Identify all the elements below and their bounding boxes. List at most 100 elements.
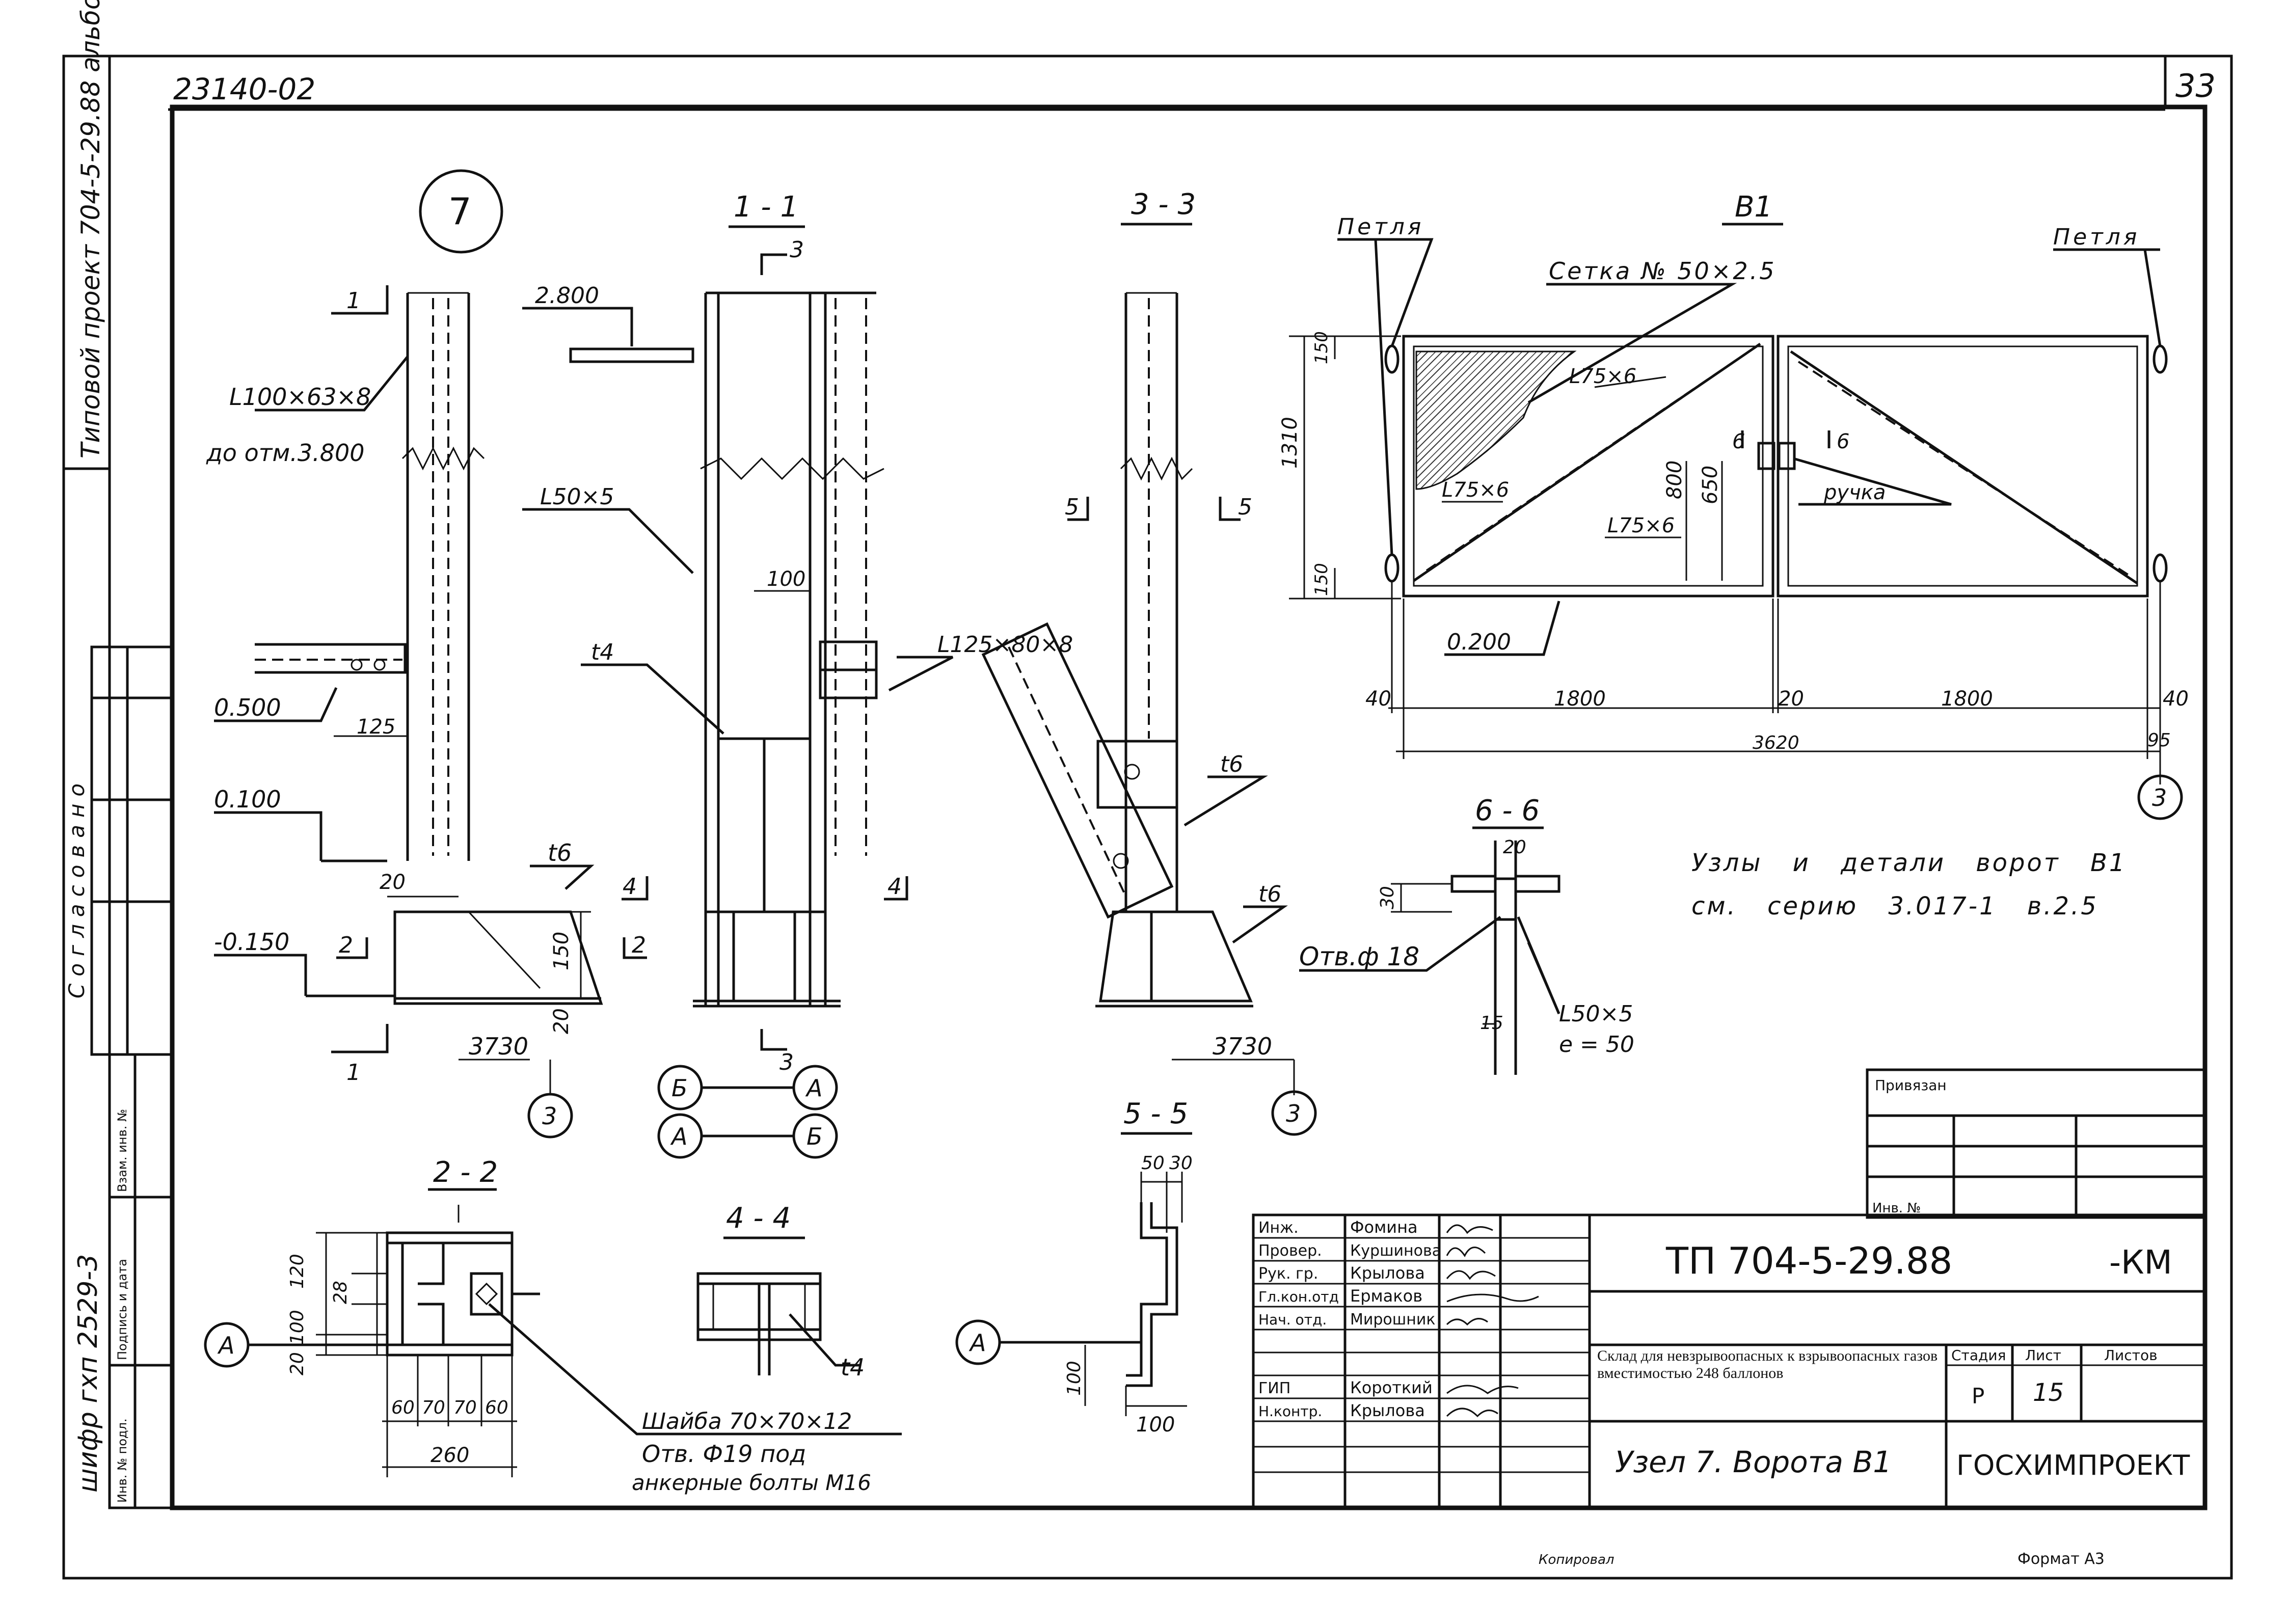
section-6-6-dim-15: 15 — [1480, 1013, 1503, 1034]
node-7-elev-0100: 0.100 — [214, 786, 281, 813]
section-3-3-cut-5a: 5 — [1065, 494, 1079, 520]
section-3-3-dim-3730: 3730 — [1213, 1033, 1272, 1060]
gate-B1-dim-1800b: 1800 — [1941, 687, 1993, 711]
axis-B-1: Б — [671, 1074, 688, 1102]
gate-B1-dim-800: 800 — [1663, 461, 1686, 499]
section-2-2-hole-1: Отв. Ф19 под — [642, 1440, 806, 1468]
gate-B1-dim-95: 95 — [2147, 730, 2171, 751]
section-1-1-plate-t: t4 — [591, 639, 614, 665]
section-1-1-title: 1 - 1 — [734, 191, 798, 224]
gate-B1-dim-40a: 40 — [1365, 687, 1391, 711]
stamp-role-4: Гл.кон.отд — [1258, 1288, 1339, 1305]
stamp-org: ГОСХИМПРОЕКТ — [1956, 1449, 2190, 1481]
section-1-1-elev-2800: 2.800 — [535, 283, 599, 309]
stamp-sheets-label: Листов — [2104, 1347, 2158, 1364]
stamp-name-8: Крылова — [1350, 1401, 1425, 1420]
node-7-plate-t: t6 — [548, 839, 572, 867]
node-7-cut-1a: 1 — [346, 288, 361, 314]
section-1-1-drawing — [522, 225, 954, 1159]
doc-number: 23140-02 — [173, 72, 315, 106]
gate-B1-cut-6b: 6 — [1837, 430, 1849, 453]
stamp-role-7: ГИП — [1258, 1379, 1290, 1397]
stamp-signatures — [1446, 1224, 1539, 1418]
section-6-6-hole: Отв.ф 18 — [1299, 942, 1419, 971]
section-1-1-cut-4b: 4 — [887, 874, 902, 900]
gate-B1-loop-right: Петля — [2053, 224, 2140, 250]
node-7-angle-note: до отм.3.800 — [206, 439, 365, 467]
stamp-drawing-title: Узел 7. Ворота В1 — [1615, 1445, 1892, 1479]
node-7-dim-20a: 20 — [380, 871, 406, 894]
section-2-2-axis: А — [217, 1332, 234, 1359]
gate-B1-cut-6a: 6 — [1732, 430, 1745, 453]
gate-B1-dim-20: 20 — [1778, 687, 1804, 711]
gate-B1-drawing — [1289, 223, 2183, 820]
footer-copied: Копировал — [1539, 1552, 1615, 1567]
node-7-cut-1b: 1 — [346, 1060, 361, 1086]
stamp-description: Склад для невзрывоопасных к взрывоопасны… — [1597, 1347, 1938, 1382]
sheet-frame — [62, 55, 2233, 1580]
stamp-block — [1252, 1068, 2208, 1509]
gate-B1-dim-650: 650 — [1699, 466, 1722, 504]
gate-B1-handle: ручка — [1823, 481, 1886, 504]
section-4-4-drawing — [696, 1236, 861, 1375]
section-2-2-dim-60a: 60 — [391, 1397, 415, 1418]
section-6-6-dim-30: 30 — [1377, 886, 1398, 909]
side-col-2: Подпись и дата — [115, 1259, 129, 1360]
section-2-2-washer: Шайба 70×70×12 — [642, 1409, 852, 1434]
stamp-name-3: Крылова — [1350, 1263, 1425, 1283]
node-7-number: 7 — [448, 190, 472, 233]
section-2-2-dim-120: 120 — [287, 1254, 308, 1289]
section-5-5-dim-30: 30 — [1169, 1153, 1193, 1174]
section-2-2-dim-60b: 60 — [485, 1397, 508, 1418]
stamp-role-1: Инж. — [1258, 1219, 1299, 1237]
section-6-6-title: 6 - 6 — [1475, 794, 1540, 827]
section-3-3-plate-t2: t6 — [1258, 881, 1281, 907]
section-3-3-title: 3 - 3 — [1131, 188, 1196, 221]
node-7-angle-top: L100×63×8 — [229, 383, 371, 411]
section-1-1-dim-100: 100 — [767, 567, 805, 591]
section-1-1-cut-3: 3 — [790, 237, 804, 263]
node-7-elev-0500: 0.500 — [214, 694, 281, 721]
note-line-2: см. серию 3.017-1 в.2.5 — [1691, 892, 2098, 921]
gate-B1-angle-left: L75×6 — [1442, 478, 1509, 502]
section-5-5-dim-100h: 100 — [1136, 1413, 1175, 1437]
section-6-6-dim-20: 20 — [1503, 837, 1526, 858]
axis-A-1: А — [805, 1074, 822, 1102]
stamp-description-box: Склад для невзрывоопасных к взрывоопасны… — [1597, 1347, 1938, 1382]
stamp-role-5: Нач. отд. — [1258, 1311, 1327, 1328]
stamp-name-7: Короткий — [1350, 1378, 1433, 1397]
gate-B1-angle-top: L75×6 — [1569, 365, 1636, 388]
gate-B1-dim-1310: 1310 — [1278, 417, 1302, 469]
section-4-4-plate-t: t4 — [841, 1354, 865, 1381]
section-2-2-hole-2: анкерные болты М16 — [632, 1470, 871, 1495]
node-7-dim-3730: 3730 — [469, 1033, 528, 1060]
footer-format: Формат A3 — [2017, 1550, 2105, 1568]
note-line-1: Узлы и детали ворот В1 — [1691, 849, 2127, 877]
stamp-role-3: Рук. гр. — [1258, 1265, 1318, 1283]
section-6-6-angle: L50×5 — [1559, 1001, 1633, 1027]
section-3-3-drawing — [981, 223, 1317, 1136]
gate-B1-axis: 3 — [2152, 784, 2167, 811]
gate-B1-dim-150a: 150 — [1311, 331, 1332, 364]
gate-B1-dim-40b: 40 — [2163, 687, 2189, 711]
section-5-5-drawing — [955, 1132, 1192, 1416]
gate-B1-dim-3620: 3620 — [1753, 733, 1799, 753]
stamp-project: ТП 704-5-29.88 — [1665, 1239, 1952, 1282]
section-2-2-dim-20: 20 — [287, 1352, 308, 1375]
section-5-5-dim-50: 50 — [1141, 1153, 1165, 1174]
stamp-stage-label: Стадия — [1951, 1347, 2006, 1364]
section-2-2-drawing — [204, 1188, 902, 1477]
gate-B1-dim-1800a: 1800 — [1554, 687, 1606, 711]
side-col-3: Инв. № подл. — [115, 1418, 129, 1503]
node-7-cut-2b: 2 — [632, 932, 646, 958]
page-number: 33 — [2175, 67, 2216, 104]
gate-B1-angle-diag: L75×6 — [1607, 514, 1675, 537]
gate-B1-title: В1 — [1735, 191, 1772, 224]
node-7-dim-20b: 20 — [550, 1008, 573, 1034]
stamp-inv-label: Инв. № — [1872, 1201, 1921, 1216]
side-block — [64, 56, 174, 1509]
approval-label: Согласовано — [64, 776, 89, 998]
node-7-dim-125: 125 — [357, 715, 395, 739]
stamp-role-8: Н.контр. — [1258, 1403, 1322, 1420]
